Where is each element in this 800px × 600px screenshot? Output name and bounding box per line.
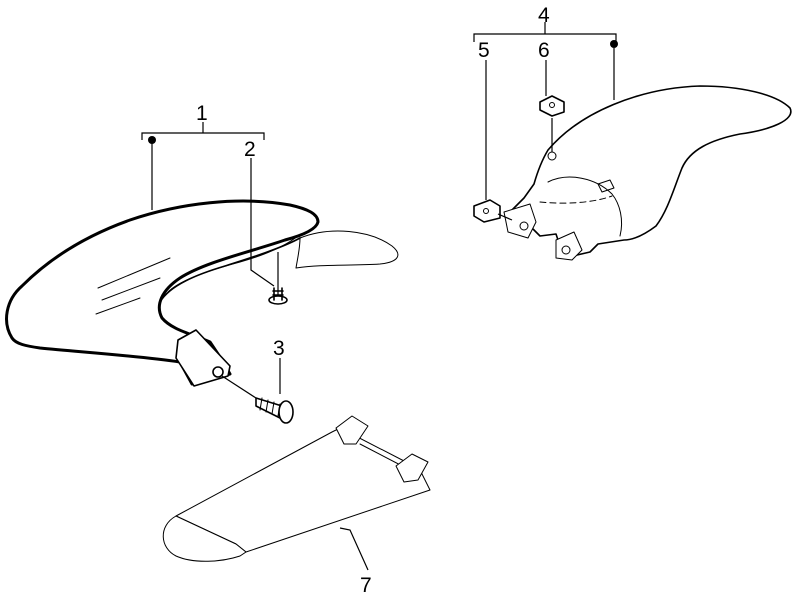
front-mudguard-shading-b (101, 277, 161, 301)
front-mudguard-shading-c (95, 297, 141, 315)
leader-bracket-4 (473, 22, 617, 42)
callout-3: 3 (273, 337, 285, 360)
front-mudguard-bracket-hole (212, 366, 224, 378)
callout-5: 5 (478, 39, 490, 62)
leader-bracket-1 (141, 122, 265, 140)
rear-mudguard-body (509, 85, 792, 259)
rear-mudguard-right-bracket (555, 231, 583, 261)
rear-mudguard (503, 85, 792, 261)
screw-large-head (278, 400, 294, 424)
leader-7 (339, 527, 369, 571)
rear-mudguard-hole-right (561, 245, 571, 255)
callout-labels: 1 2 3 4 5 6 7 (196, 4, 550, 597)
front-mudguard-rear-lip (295, 230, 399, 269)
leader-2 (250, 158, 275, 287)
clip-nut (473, 199, 501, 223)
leader-lines (141, 22, 618, 571)
splash-guard (162, 415, 431, 562)
front-mudguard-bracket (175, 329, 231, 387)
leader-5b (497, 213, 513, 221)
dot-4 (610, 40, 618, 48)
rear-mudguard-clip (597, 179, 615, 193)
callout-4: 4 (538, 4, 550, 27)
screw-large-thread (259, 397, 281, 417)
screw-small-shank (272, 287, 284, 301)
front-mudguard-body (5, 199, 320, 386)
rear-mudguard-hole-left (519, 221, 529, 231)
square-nut-body (539, 95, 565, 117)
splash-guard-tab-right (395, 453, 429, 483)
front-mudguard (5, 199, 399, 387)
callout-7: 7 (360, 574, 372, 597)
splash-guard-front-lip (162, 515, 247, 562)
screw-large (255, 397, 294, 424)
callout-1: 1 (196, 102, 208, 125)
square-nut-hole (549, 102, 555, 108)
rear-mudguard-inner-curve (547, 176, 623, 237)
leader-3b (221, 375, 257, 399)
front-mudguard-inner-rib (167, 235, 299, 293)
clip-nut-body (473, 199, 501, 223)
callout-2: 2 (244, 138, 256, 161)
screw-small-head (268, 295, 288, 305)
rear-mudguard-left-bracket (503, 203, 537, 239)
rear-mudguard-dash-line (539, 195, 613, 204)
square-nut (539, 95, 565, 117)
callout-6: 6 (538, 39, 550, 62)
front-mudguard-shading-a (97, 257, 171, 289)
splash-guard-tab-left (335, 415, 369, 445)
clip-nut-hole (483, 208, 489, 214)
